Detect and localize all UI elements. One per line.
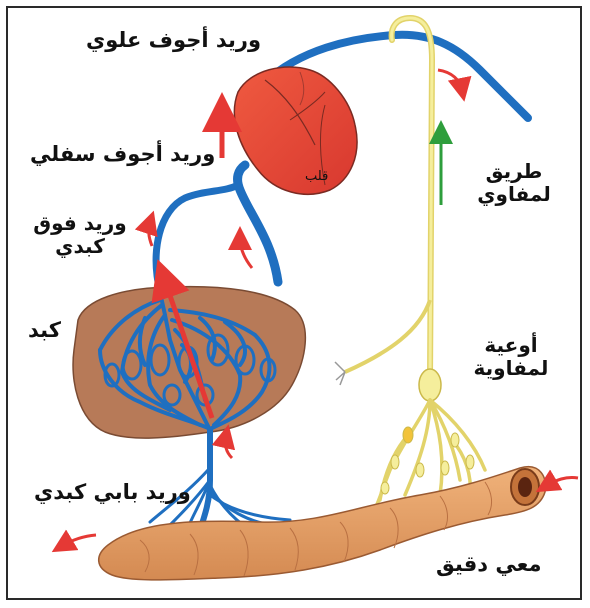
arrow-ivc-curve: [240, 238, 252, 268]
label-thoracic-duct-line1: طريق: [474, 160, 554, 183]
arrow-intestine-out: [62, 535, 96, 546]
lymph-nodes: [381, 427, 474, 494]
label-hepatic-vein-line1: وريد فوق: [22, 212, 138, 235]
label-thoracic-duct: طريق لمفاوي: [474, 160, 554, 206]
arrow-intestine-in: [546, 477, 578, 486]
label-small-intestine: معي دقيق: [436, 552, 541, 576]
thoracic-duct: [392, 18, 432, 380]
label-lymph-vessels: أوعية لمفاوية: [466, 334, 556, 380]
label-hepatic-vein: وريد فوق كبدي: [22, 212, 138, 258]
cisterna-chyli: [419, 369, 441, 401]
arrow-svc: [438, 70, 462, 90]
label-thoracic-duct-line2: لمفاوي: [474, 183, 554, 206]
arrow-portal: [225, 436, 232, 458]
label-portal-vein: وريد بابي كبدي: [34, 480, 191, 504]
arrow-hepatic: [149, 222, 152, 246]
label-liver: كبد: [28, 318, 61, 342]
label-superior-vena-cava: وريد أجوف علوي: [86, 28, 261, 52]
label-hepatic-vein-line2: كبدي: [22, 235, 138, 258]
hepatic-vein: [156, 185, 238, 292]
heart-shape: [234, 67, 357, 194]
label-inferior-vena-cava: وريد أجوف سفلي: [30, 142, 215, 166]
label-lymph-vessels-line1: أوعية: [466, 334, 556, 357]
label-lymph-vessels-line2: لمفاوية: [466, 357, 556, 380]
label-heart: قلب: [305, 170, 328, 185]
lymph-side-branch: [345, 300, 430, 372]
